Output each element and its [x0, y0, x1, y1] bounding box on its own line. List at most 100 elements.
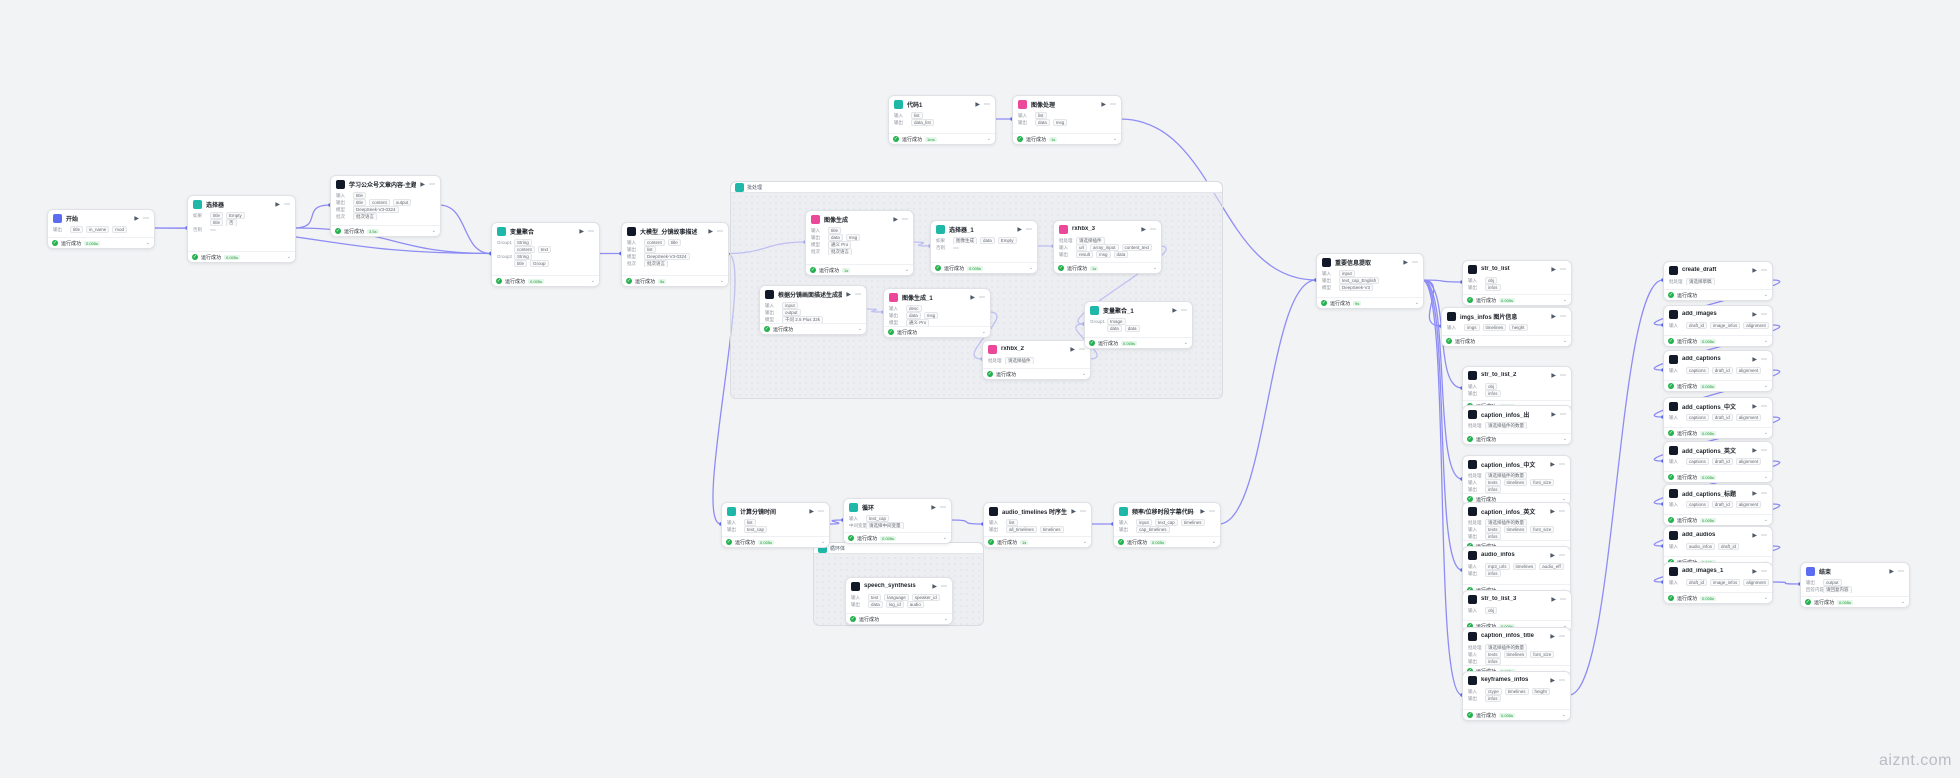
more-icon[interactable]: ⋯: [1079, 346, 1085, 353]
run-icon[interactable]: ▶: [1752, 267, 1757, 274]
run-icon[interactable]: ▶: [893, 216, 898, 223]
more-icon[interactable]: ⋯: [1026, 226, 1032, 233]
chevron-down-icon[interactable]: ⌄: [857, 326, 862, 332]
more-icon[interactable]: ⋯: [940, 504, 946, 511]
run-icon[interactable]: ▶: [1141, 226, 1146, 233]
chevron-down-icon[interactable]: ⌄: [981, 329, 986, 335]
run-icon[interactable]: ▶: [579, 228, 584, 235]
chevron-down-icon[interactable]: ⌄: [1763, 430, 1768, 436]
chevron-down-icon[interactable]: ⌄: [1763, 474, 1768, 480]
run-icon[interactable]: ▶: [1752, 403, 1757, 410]
more-icon[interactable]: ⋯: [855, 291, 861, 298]
chevron-down-icon[interactable]: ⌄: [1082, 539, 1087, 545]
run-icon[interactable]: ▶: [970, 294, 975, 301]
node-status-bar[interactable]: ✓ 运行成功 0.005s ⌄: [722, 536, 829, 547]
node-status-bar[interactable]: ✓ 运行成功 ⌄: [983, 368, 1090, 379]
run-icon[interactable]: ▶: [1752, 356, 1757, 363]
chevron-down-icon[interactable]: ⌄: [1562, 623, 1567, 629]
more-icon[interactable]: ⋯: [1110, 101, 1116, 108]
node-status-bar[interactable]: ✓ 运行成功 ⌄: [1463, 433, 1571, 444]
more-icon[interactable]: ⋯: [941, 583, 947, 590]
node-status-bar[interactable]: ✓ 运行成功 ⌄: [846, 613, 952, 624]
chevron-down-icon[interactable]: ⌄: [1900, 599, 1905, 605]
run-icon[interactable]: ▶: [1200, 508, 1205, 515]
chevron-down-icon[interactable]: ⌄: [1763, 595, 1768, 601]
node-status-bar[interactable]: ✓ 运行成功 1s ⌄: [806, 264, 913, 275]
run-icon[interactable]: ▶: [1551, 266, 1556, 273]
more-icon[interactable]: ⋯: [1559, 552, 1565, 559]
more-icon[interactable]: ⋯: [1761, 490, 1767, 497]
run-icon[interactable]: ▶: [1752, 311, 1757, 318]
more-icon[interactable]: ⋯: [588, 228, 594, 235]
run-icon[interactable]: ▶: [1550, 677, 1555, 684]
node-status-bar[interactable]: ✓ 运行成功 0.005s ⌄: [1114, 536, 1220, 547]
chevron-down-icon[interactable]: ⌄: [986, 136, 991, 142]
more-icon[interactable]: ⋯: [1150, 226, 1156, 233]
chevron-down-icon[interactable]: ⌄: [943, 616, 948, 622]
chevron-down-icon[interactable]: ⌄: [1562, 338, 1567, 344]
run-icon[interactable]: ▶: [1551, 372, 1556, 379]
node-status-bar[interactable]: ✓ 运行成功 0.005s ⌄: [1664, 514, 1772, 525]
more-icon[interactable]: ⋯: [1559, 508, 1565, 515]
run-icon[interactable]: ▶: [275, 201, 280, 208]
more-icon[interactable]: ⋯: [717, 228, 723, 235]
run-icon[interactable]: ▶: [1752, 447, 1757, 454]
more-icon[interactable]: ⋯: [1560, 372, 1566, 379]
more-icon[interactable]: ⋯: [1761, 356, 1767, 363]
run-icon[interactable]: ▶: [846, 291, 851, 298]
chevron-down-icon[interactable]: ⌄: [1112, 136, 1117, 142]
node-status-bar[interactable]: ✓ 运行成功 1s ⌄: [1013, 133, 1121, 144]
run-icon[interactable]: ▶: [1889, 568, 1894, 575]
node-status-bar[interactable]: ✓ 运行成功 0.005s ⌄: [48, 237, 154, 248]
node-status-bar[interactable]: ✓ 运行成功 0.005s ⌄: [1801, 596, 1909, 607]
chevron-down-icon[interactable]: ⌄: [1561, 712, 1566, 718]
chevron-down-icon[interactable]: ⌄: [719, 278, 724, 284]
more-icon[interactable]: ⋯: [1898, 568, 1904, 575]
node-status-bar[interactable]: ✓ 运行成功 3.5s ⌄: [331, 225, 440, 236]
chevron-down-icon[interactable]: ⌄: [1152, 265, 1157, 271]
more-icon[interactable]: ⋯: [1560, 313, 1566, 320]
run-icon[interactable]: ▶: [1550, 508, 1555, 515]
chevron-down-icon[interactable]: ⌄: [431, 228, 436, 234]
more-icon[interactable]: ⋯: [1181, 307, 1187, 314]
chevron-down-icon[interactable]: ⌄: [1763, 338, 1768, 344]
run-icon[interactable]: ▶: [1550, 552, 1555, 559]
node-status-bar[interactable]: ✓ 运行成功 ⌄: [1664, 289, 1772, 300]
chevron-down-icon[interactable]: ⌄: [145, 240, 150, 246]
more-icon[interactable]: ⋯: [902, 216, 908, 223]
run-icon[interactable]: ▶: [1551, 313, 1556, 320]
node-status-bar[interactable]: ✓ 运行成功 0.005s ⌄: [1463, 294, 1571, 305]
chevron-down-icon[interactable]: ⌄: [1028, 265, 1033, 271]
node-status-bar[interactable]: ✓ 运行成功 ⌄: [1463, 493, 1570, 504]
run-icon[interactable]: ▶: [708, 228, 713, 235]
more-icon[interactable]: ⋯: [1560, 411, 1566, 418]
node-status-bar[interactable]: ✓ 运行成功 0.005s ⌄: [931, 262, 1037, 273]
more-icon[interactable]: ⋯: [1560, 266, 1566, 273]
node-status-bar[interactable]: ✓ 运行成功 0.005s ⌄: [844, 532, 951, 543]
run-icon[interactable]: ▶: [1403, 259, 1408, 266]
node-status-bar[interactable]: ✓ 运行成功 0.005s ⌄: [1664, 427, 1772, 438]
run-icon[interactable]: ▶: [1551, 411, 1556, 418]
node-status-bar[interactable]: ✓ 运行成功 0.005s ⌄: [1664, 335, 1772, 346]
chevron-down-icon[interactable]: ⌄: [1763, 383, 1768, 389]
node-draft[interactable]: create_draft ▶ ⋯ 批处理请选择草稿 ✓ 运行成功 ⌄: [1663, 261, 1773, 301]
node-rx2[interactable]: rxhbx_2 ▶ ⋯ 批处理请选择插件 ✓ 运行成功 ⌄: [982, 340, 1091, 380]
